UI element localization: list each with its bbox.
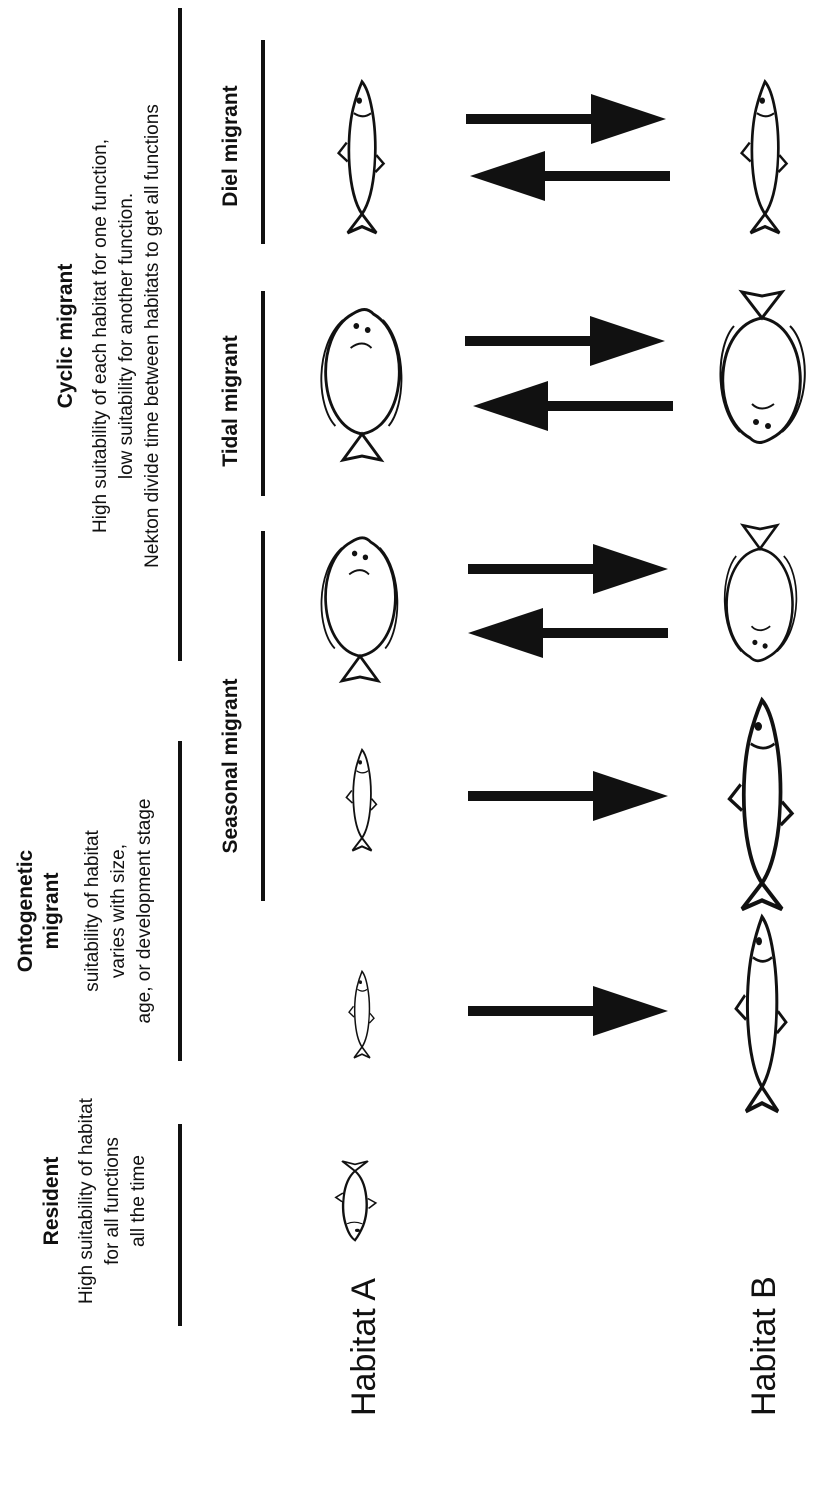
diel-label: Diel migrant (219, 85, 242, 206)
fish-icon (736, 917, 786, 1111)
fish-icon (336, 1161, 376, 1240)
flatfish-icon (321, 538, 397, 681)
cyclic-desc-line: low suitability for another function. (116, 193, 137, 479)
flatfish-icon (725, 525, 797, 660)
ontogenetic-header: Ontogenetic migrant suitability of habit… (14, 741, 180, 1061)
cyclic-desc-line: High suitability of each habitat for one… (90, 139, 111, 533)
fish-icon (742, 82, 787, 233)
diel-header: Diel migrant (219, 40, 263, 244)
flatfish-icon (720, 292, 804, 443)
ontogenetic-title-line: migrant (40, 872, 63, 949)
arrow-right-icon (465, 316, 665, 366)
ontogenetic-desc-line: varies with size, (108, 844, 129, 978)
resident-desc-line: High suitability of habitat (76, 1097, 97, 1304)
fish-icon (346, 750, 376, 851)
habitat-b-label: Habitat B (745, 1276, 783, 1416)
resident-desc-line: all the time (128, 1155, 149, 1247)
ontogenetic-desc-line: suitability of habitat (82, 829, 103, 991)
tidal-label: Tidal migrant (219, 335, 242, 466)
fish-icon (339, 82, 384, 233)
cyclic-header: Cyclic migrant High suitability of each … (54, 8, 180, 661)
cyclic-title: Cyclic migrant (54, 264, 77, 409)
tidal-header: Tidal migrant (219, 291, 263, 496)
resident-title: Resident (40, 1157, 63, 1246)
fish-icon (349, 971, 374, 1057)
arrow-right-icon (466, 94, 666, 144)
resident-desc-line: for all functions (102, 1137, 123, 1265)
habitat-a-label: Habitat A (345, 1278, 383, 1416)
resident-header: Resident High suitability of habitat for… (40, 1097, 180, 1326)
arrow-right-icon (468, 771, 668, 821)
arrow-right-icon (468, 986, 668, 1036)
fish-icon (730, 700, 793, 909)
seasonal-label: Seasonal migrant (219, 678, 242, 853)
arrow-left-icon (468, 608, 668, 658)
arrow-left-icon (473, 381, 673, 431)
arrow-right-icon (468, 544, 668, 594)
ontogenetic-desc-line: age, or development stage (134, 799, 155, 1024)
seasonal-header: Seasonal migrant (219, 531, 263, 901)
cyclic-desc-line: Nekton divide time between habitats to g… (142, 104, 163, 568)
arrow-left-icon (470, 151, 670, 201)
flatfish-icon (321, 310, 401, 461)
ontogenetic-title-line: Ontogenetic (14, 849, 37, 972)
